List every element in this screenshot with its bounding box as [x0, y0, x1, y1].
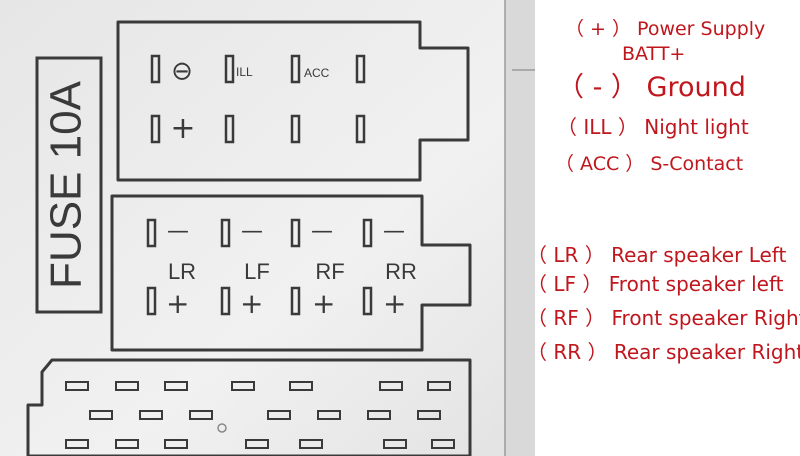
acc-pin-label: ACC: [304, 66, 330, 80]
rr-plus-symbol: +: [383, 287, 406, 320]
lr-plus-symbol: +: [166, 287, 189, 320]
legend-rf: （ RF ） Front speaker Right: [527, 308, 800, 328]
lf-plus-symbol: +: [240, 287, 263, 320]
lf-channel-label: LF: [244, 259, 270, 284]
legend-lr: （ LR ） Rear speaker Left: [527, 245, 786, 265]
ill-text: Night light: [644, 115, 749, 139]
legend-rr: （ RR ） Rear speaker Right: [527, 342, 800, 362]
legend-lf: （ LF ） Front speaker left: [527, 274, 784, 294]
power-pin-symbol: +: [170, 111, 195, 146]
rr-code: （ RR ）: [527, 340, 608, 364]
rf-code: （ RF ）: [527, 306, 606, 330]
legend-acc: （ ACC ） S-Contact: [555, 155, 743, 174]
ground-text: Ground: [646, 72, 746, 103]
legend-power-line1: （ + ） Power Supply: [565, 20, 765, 39]
rr-minus-symbol: —: [383, 219, 405, 244]
rr-text: Rear speaker Right: [613, 340, 800, 364]
ground-pin-symbol: ⊖: [171, 57, 193, 87]
fuse-box: [35, 56, 103, 314]
bottom-connector-outline: [26, 358, 472, 456]
lf-minus-symbol: —: [241, 219, 263, 244]
power-code: （ + ）: [565, 18, 631, 40]
ill-pin-label: ILL: [236, 65, 253, 79]
rf-plus-symbol: +: [312, 287, 335, 320]
lr-channel-label: LR: [168, 259, 196, 284]
speaker-connector-pins: [146, 218, 373, 316]
power-text: Power Supply: [637, 18, 766, 40]
ground-code: （ - ）: [557, 72, 638, 103]
acc-code: （ ACC ）: [555, 153, 645, 175]
ill-code: （ ILL ）: [557, 115, 638, 139]
bottom-connector-pins: [65, 381, 455, 449]
power-connector-outline: [116, 20, 470, 182]
lf-text: Front speaker left: [608, 272, 784, 296]
fuse-label: FUSE 10A: [42, 80, 91, 289]
lr-text: Rear speaker Left: [611, 243, 787, 267]
speaker-connector-outline: [110, 194, 472, 352]
lf-code: （ LF ）: [527, 272, 603, 296]
power-text2: BATT+: [622, 43, 686, 65]
legend-ground: （ - ） Ground: [557, 74, 746, 101]
power-connector-pins: [150, 54, 366, 144]
rf-minus-symbol: —: [311, 219, 333, 244]
legend-power-line2: BATT+: [622, 45, 685, 64]
lr-minus-symbol: —: [167, 219, 189, 244]
rf-channel-label: RF: [315, 259, 344, 284]
lr-code: （ LR ）: [527, 243, 605, 267]
legend-ill: （ ILL ） Night light: [557, 117, 749, 137]
acc-text: S-Contact: [650, 153, 744, 175]
rr-channel-label: RR: [385, 259, 417, 284]
connector-panel-photo: FUSE 10A ⊖ ILL ACC + — — — — LR LF RF RR…: [0, 0, 535, 456]
rf-text: Front speaker Right: [611, 306, 800, 330]
